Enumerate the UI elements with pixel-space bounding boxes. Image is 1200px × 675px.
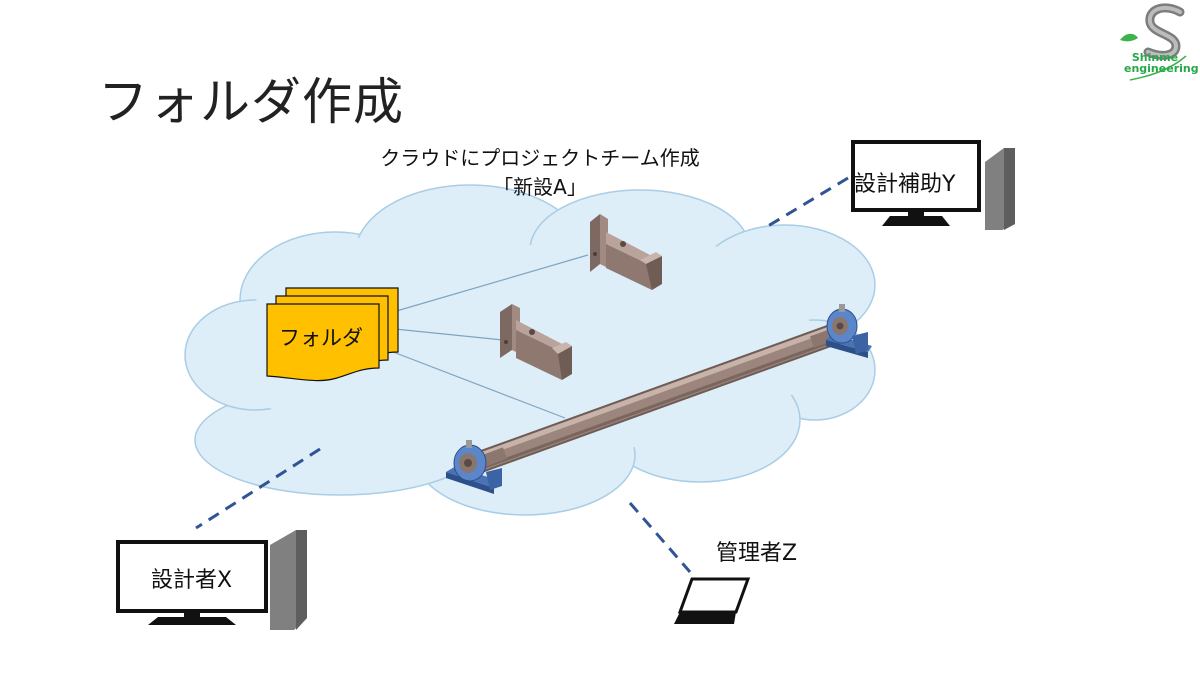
dashed-link-designer-x xyxy=(195,447,321,530)
monitor-designer-x xyxy=(116,530,307,630)
cloud-caption: クラウドにプロジェクトチーム作成 「新設A」 xyxy=(320,144,760,202)
dashed-link-assistant-y xyxy=(767,176,849,228)
connector-line-shaft xyxy=(387,349,566,419)
slide-title: フォルダ作成 xyxy=(98,73,404,131)
folder-stack[interactable] xyxy=(266,287,399,382)
bracket-part-top xyxy=(590,214,662,290)
bearing-block-left xyxy=(446,440,502,494)
designer-x-label: 設計者X xyxy=(151,568,233,593)
cloud-caption-line1: クラウドにプロジェクトチーム作成 xyxy=(380,146,700,170)
folder-connector-lines xyxy=(384,254,589,419)
logo-text-line1: Shinme xyxy=(1131,51,1179,64)
bearing-block-right xyxy=(826,304,872,358)
logo-text-line2: engineering xyxy=(1124,62,1199,75)
laptop-manager-z xyxy=(674,577,751,624)
manager-z-label: 管理者Z xyxy=(716,541,798,566)
assistant-y-label: 設計補助Y xyxy=(854,172,956,197)
logo-text: Shinme engineering xyxy=(1124,51,1199,75)
company-logo xyxy=(1120,3,1187,81)
connector-line-bracket-top xyxy=(392,254,589,313)
connector-line-bracket-middle xyxy=(384,327,504,341)
bracket-part-middle xyxy=(500,304,572,380)
folder-label: フォルダ xyxy=(279,326,363,350)
dashed-link-manager-z xyxy=(628,502,692,573)
monitor-assistant-y xyxy=(851,140,1015,230)
cloud-caption-line2: 「新設A」 xyxy=(493,175,587,199)
